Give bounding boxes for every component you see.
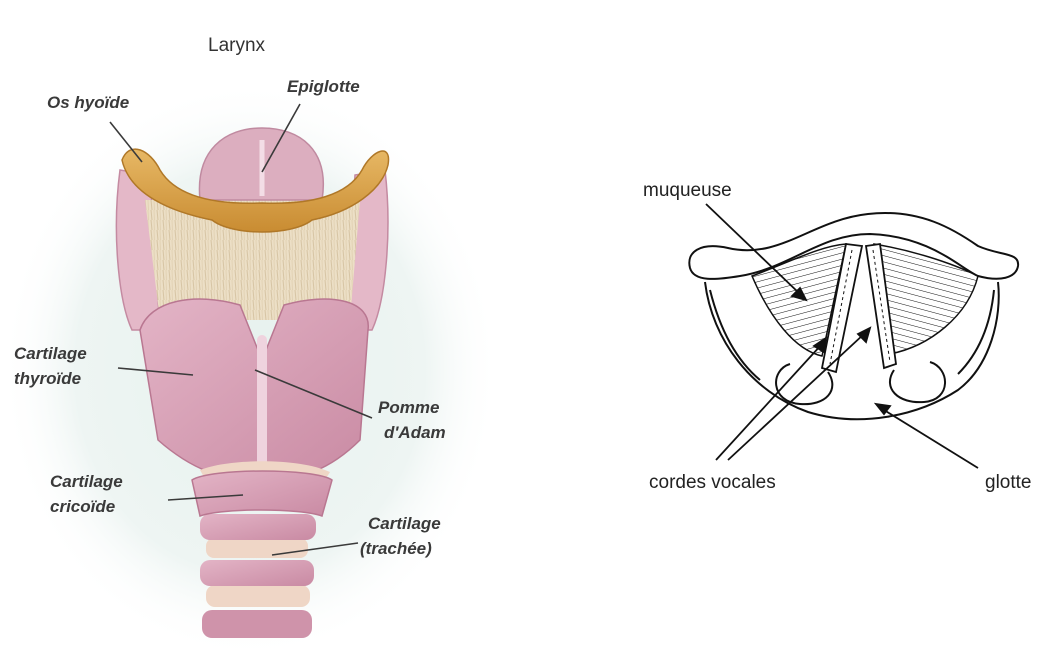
label-cartilage-trachee-line1: Cartilage — [368, 514, 441, 533]
label-cartilage-thyroide-line2: thyroïde — [14, 369, 81, 388]
trachea — [200, 514, 316, 638]
label-epiglotte: Epiglotte — [287, 77, 360, 96]
cricoid-cartilage — [192, 471, 332, 516]
vocal-cords-diagram — [689, 213, 1018, 419]
label-cartilage-cricoide-line2: cricoïde — [50, 497, 115, 516]
label-cordes-vocales: cordes vocales — [649, 472, 776, 493]
label-pomme-adam-line2: d'Adam — [384, 423, 446, 442]
label-cartilage-cricoide-line1: Cartilage — [50, 472, 123, 491]
label-glotte: glotte — [985, 472, 1031, 493]
label-os-hyoide: Os hyoïde — [47, 93, 129, 112]
label-pomme-adam-line1: Pomme — [378, 398, 439, 417]
larynx-title: Larynx — [208, 35, 266, 56]
label-muqueuse: muqueuse — [643, 180, 732, 201]
label-cartilage-thyroide-line1: Cartilage — [14, 344, 87, 363]
label-cartilage-trachee-line2: (trachée) — [360, 539, 432, 558]
